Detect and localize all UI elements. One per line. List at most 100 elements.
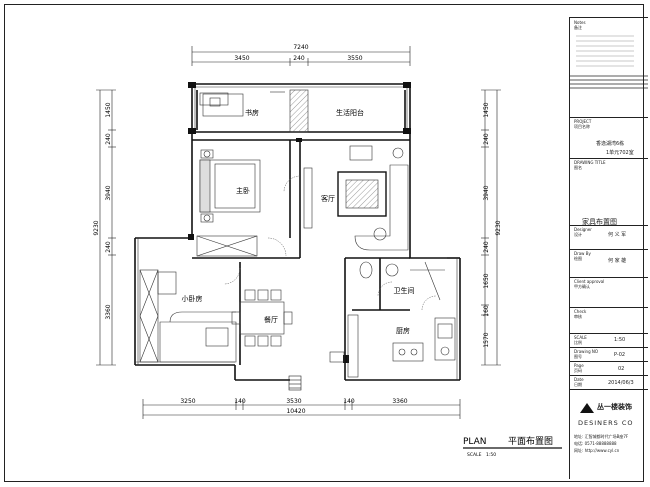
dim-right-seg2: 240 bbox=[483, 133, 490, 145]
dim-right-seg5: 1650 bbox=[483, 273, 490, 288]
doors bbox=[223, 175, 437, 311]
room-label-study: 书房 bbox=[245, 108, 259, 117]
dim-left-seg1: 1450 bbox=[105, 102, 112, 117]
plan-title-cn: 平面布置图 bbox=[508, 435, 553, 447]
client-label-cn: 甲方确认 bbox=[574, 284, 590, 289]
company-name-en: DESINERS CO bbox=[578, 419, 634, 427]
tv-bench bbox=[303, 167, 313, 229]
notes-label-cn: 备注 bbox=[574, 25, 582, 30]
dimension-left bbox=[96, 89, 116, 366]
dimension-top bbox=[191, 46, 411, 66]
date-label-cn: 日期 bbox=[574, 382, 582, 387]
client-row: Client approval 甲方确认 bbox=[570, 277, 648, 307]
date-row: Date 日期 2014/06/3 bbox=[570, 375, 648, 389]
notes-label: Notes bbox=[574, 20, 586, 25]
dim-bottom-seg5: 3360 bbox=[392, 398, 407, 405]
kitchen-fixtures bbox=[329, 323, 453, 363]
project-section: PROJECT 项目名称 香逸湖湾6栋 1单元702室 bbox=[570, 117, 648, 167]
dim-right-seg4: 240 bbox=[483, 241, 490, 253]
dim-left-total: 9230 bbox=[93, 220, 100, 235]
drawn-label: Draw By bbox=[574, 251, 591, 256]
drawing-title-section: DRAWING TITLE 图名 家具布置图 bbox=[570, 158, 648, 228]
drawn-label-cn: 绘图 bbox=[574, 256, 582, 261]
notes-section: Notes 备注 bbox=[570, 17, 648, 91]
columns bbox=[188, 82, 411, 363]
room-label-master-bedroom: 主卧 bbox=[236, 186, 250, 195]
room-label-dining-room: 餐厅 bbox=[264, 315, 278, 324]
plan-title: PLAN bbox=[463, 437, 487, 447]
client-label: Client approval bbox=[574, 279, 605, 284]
dimension-bottom bbox=[142, 399, 461, 419]
entrance-stairs bbox=[288, 375, 302, 391]
dim-bottom-seg1: 3250 bbox=[180, 398, 195, 405]
page-label-cn: 页码 bbox=[574, 368, 582, 373]
notes-lines bbox=[570, 35, 648, 89]
dim-right-seg1: 1450 bbox=[483, 102, 490, 117]
title-block: Notes 备注 PROJECT 项目名称 香逸湖湾6栋 1单元702室 DRA… bbox=[569, 17, 648, 479]
project-name: 香逸湖湾6栋 bbox=[596, 141, 625, 147]
dim-top-total: 7240 bbox=[293, 44, 308, 51]
drawing-no-label-cn: 图号 bbox=[574, 354, 582, 359]
study-desk bbox=[199, 91, 285, 107]
dim-right-seg3: 3940 bbox=[483, 185, 490, 200]
dim-left-seg5: 3360 bbox=[105, 304, 112, 319]
designer-label: Designer bbox=[574, 227, 592, 232]
room-label-small-bedroom: 小卧房 bbox=[182, 294, 203, 303]
company-section: 丛一楼装饰 DESINERS CO 地址: 汇智城都时代广场B座7F 电话: 0… bbox=[570, 389, 648, 477]
project-unit: 1单元702室 bbox=[606, 150, 634, 156]
dim-top-seg3: 3550 bbox=[347, 55, 362, 62]
page-label: Page bbox=[574, 363, 584, 368]
scale-label: SCALE bbox=[574, 335, 587, 340]
date-value: 2014/06/3 bbox=[608, 380, 634, 386]
drawing-frame bbox=[4, 4, 644, 482]
dim-left-seg4: 240 bbox=[105, 241, 112, 253]
dim-bottom-seg4: 140 bbox=[343, 398, 355, 405]
dining-table bbox=[231, 289, 293, 347]
room-label-bathroom: 卫生间 bbox=[394, 286, 415, 295]
page-row: Page 页码 02 bbox=[570, 361, 648, 375]
company-address-3: 网址: http://www.cyl.cn bbox=[574, 448, 620, 453]
drawing-title: 家具布置图 bbox=[582, 218, 617, 226]
check-label: Check bbox=[574, 309, 587, 314]
drawn-row: Draw By 绘图 何 家 雄 bbox=[570, 249, 648, 277]
room-label-balcony: 生活阳台 bbox=[336, 108, 364, 117]
dim-right-seg6: 160 bbox=[483, 305, 490, 317]
scale-label-cn: 比例 bbox=[574, 340, 582, 345]
plan-scale-value: 1:50 bbox=[486, 452, 496, 458]
scale-row: SCALE 比例 1:50 bbox=[570, 333, 648, 347]
drawing-no-value: P-02 bbox=[614, 352, 626, 358]
room-label-kitchen: 厨房 bbox=[396, 326, 410, 335]
drawing-title-label: DRAWING TITLE bbox=[574, 160, 606, 165]
company-address-2: 电话: 0571-88888888 bbox=[574, 441, 617, 446]
check-row: Check 审核 bbox=[570, 307, 648, 333]
small-bedroom-furniture bbox=[157, 271, 237, 363]
project-label: PROJECT bbox=[574, 119, 592, 124]
dim-left-seg2: 240 bbox=[105, 133, 112, 145]
drawn-value: 何 家 雄 bbox=[608, 258, 627, 264]
designer-value: 何 义 军 bbox=[608, 232, 627, 238]
dimension-right bbox=[481, 89, 501, 366]
plan-scale-label: SCALE bbox=[467, 452, 482, 458]
room-label-living-room: 客厅 bbox=[321, 194, 335, 203]
company-address-1: 地址: 汇智城都时代广场B座7F bbox=[574, 434, 629, 439]
designer-label-cn: 设计 bbox=[574, 232, 582, 237]
dim-left-seg3: 3940 bbox=[105, 185, 112, 200]
dim-bottom-seg3: 3530 bbox=[286, 398, 301, 405]
scale-value: 1:50 bbox=[614, 337, 626, 343]
drawing-no-label: Drawing NO bbox=[574, 349, 599, 354]
page-value: 02 bbox=[618, 366, 625, 372]
dim-bottom-total: 10420 bbox=[286, 408, 305, 415]
check-label-cn: 审核 bbox=[574, 314, 582, 319]
dim-right-seg7: 1570 bbox=[483, 332, 490, 347]
dim-top-seg2: 240 bbox=[293, 55, 305, 62]
dim-top-seg1: 3450 bbox=[234, 55, 249, 62]
bathroom-fixtures bbox=[359, 261, 445, 301]
dim-bottom-seg2: 140 bbox=[234, 398, 246, 405]
drawing-no-row: Drawing NO 图号 P-02 bbox=[570, 347, 648, 361]
master-bed bbox=[199, 149, 261, 223]
company-name-cn: 丛一楼装饰 bbox=[597, 403, 632, 411]
company-logo-icon bbox=[580, 403, 594, 413]
dim-right-total: 9230 bbox=[495, 220, 502, 235]
cabinets bbox=[139, 89, 456, 378]
